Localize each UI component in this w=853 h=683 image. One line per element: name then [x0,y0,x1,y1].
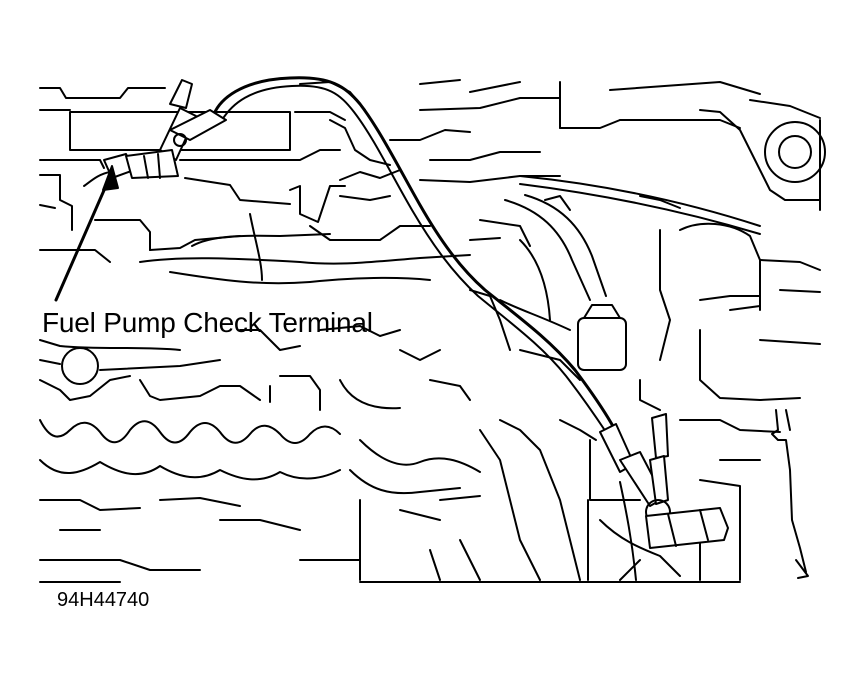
callout-label: Fuel Pump Check Terminal [42,307,373,338]
jumper-wire [212,76,616,433]
lower-clip [599,413,729,581]
figure-id: 94H44740 [57,589,150,611]
upper-clip [83,79,227,187]
engine-background [39,79,826,583]
arrow-up-right-icon [102,165,119,191]
callout-arrow [54,165,119,302]
